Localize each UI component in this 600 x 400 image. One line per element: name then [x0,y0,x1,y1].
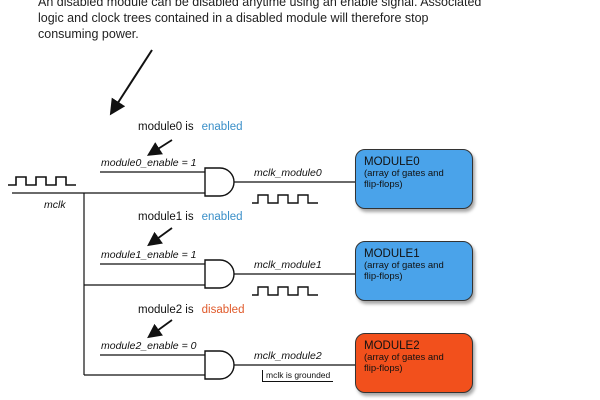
module1-state: module1 is enabled [138,211,243,223]
module2-desc-line2: flip-flops) [364,363,403,374]
module2-box: MODULE2 (array of gates and flip-flops) [355,333,473,393]
and-gate-1 [204,259,235,289]
module2-state-value: disabled [201,304,245,316]
module0-title: MODULE0 [364,156,420,168]
module0-output-label: mclk_module0 [254,167,322,179]
module0-desc-line2: flip-flops) [364,179,403,190]
mclk-input-waveform [8,176,76,186]
module2-state: module2 is disabled [138,304,244,316]
module0-state-prefix: module0 is [138,121,194,133]
module1-desc-line2: flip-flops) [364,271,403,282]
state-arrow-2 [147,319,173,339]
module1-state-prefix: module1 is [138,211,194,223]
module2-title: MODULE2 [364,340,420,352]
module0-state: module0 is enabled [138,121,243,133]
intro-paragraph: An disabled module can be disabled anyti… [38,0,558,42]
module2-enable-label: module2_enable = 0 [101,340,197,352]
ground-label: mclk is grounded [262,370,334,382]
gated-clock-1-waveform [252,286,318,296]
module2-desc-line1: (array of gates and [364,352,444,363]
and-gate-0 [204,167,235,197]
module1-title: MODULE1 [364,248,420,260]
state-arrow-0 [146,139,173,156]
gated-clock-0-waveform [252,194,318,204]
state-arrow-1 [147,227,173,247]
module1-enable-label: module1_enable = 1 [101,249,197,261]
module1-state-value: enabled [201,211,243,223]
module0-state-value: enabled [201,121,243,133]
and-gate-2 [204,350,235,380]
intro-line-1: An disabled module can be disabled anyti… [38,0,482,9]
module0-desc-line1: (array of gates and [364,168,444,179]
module0-enable-label: module0_enable = 1 [101,157,197,169]
intro-line-2: logic and clock trees contained in a dis… [38,11,429,25]
module2-output-label: mclk_module2 [254,350,322,362]
module0-box: MODULE0 (array of gates and flip-flops) [355,149,473,209]
intro-line-3: consuming power. [38,27,139,41]
intro-arrow [109,49,153,116]
module2-state-prefix: module2 is [138,304,194,316]
module1-box: MODULE1 (array of gates and flip-flops) [355,241,473,301]
mclk-label: mclk [44,199,66,211]
module1-output-label: mclk_module1 [254,259,322,271]
module1-desc-line1: (array of gates and [364,260,444,271]
